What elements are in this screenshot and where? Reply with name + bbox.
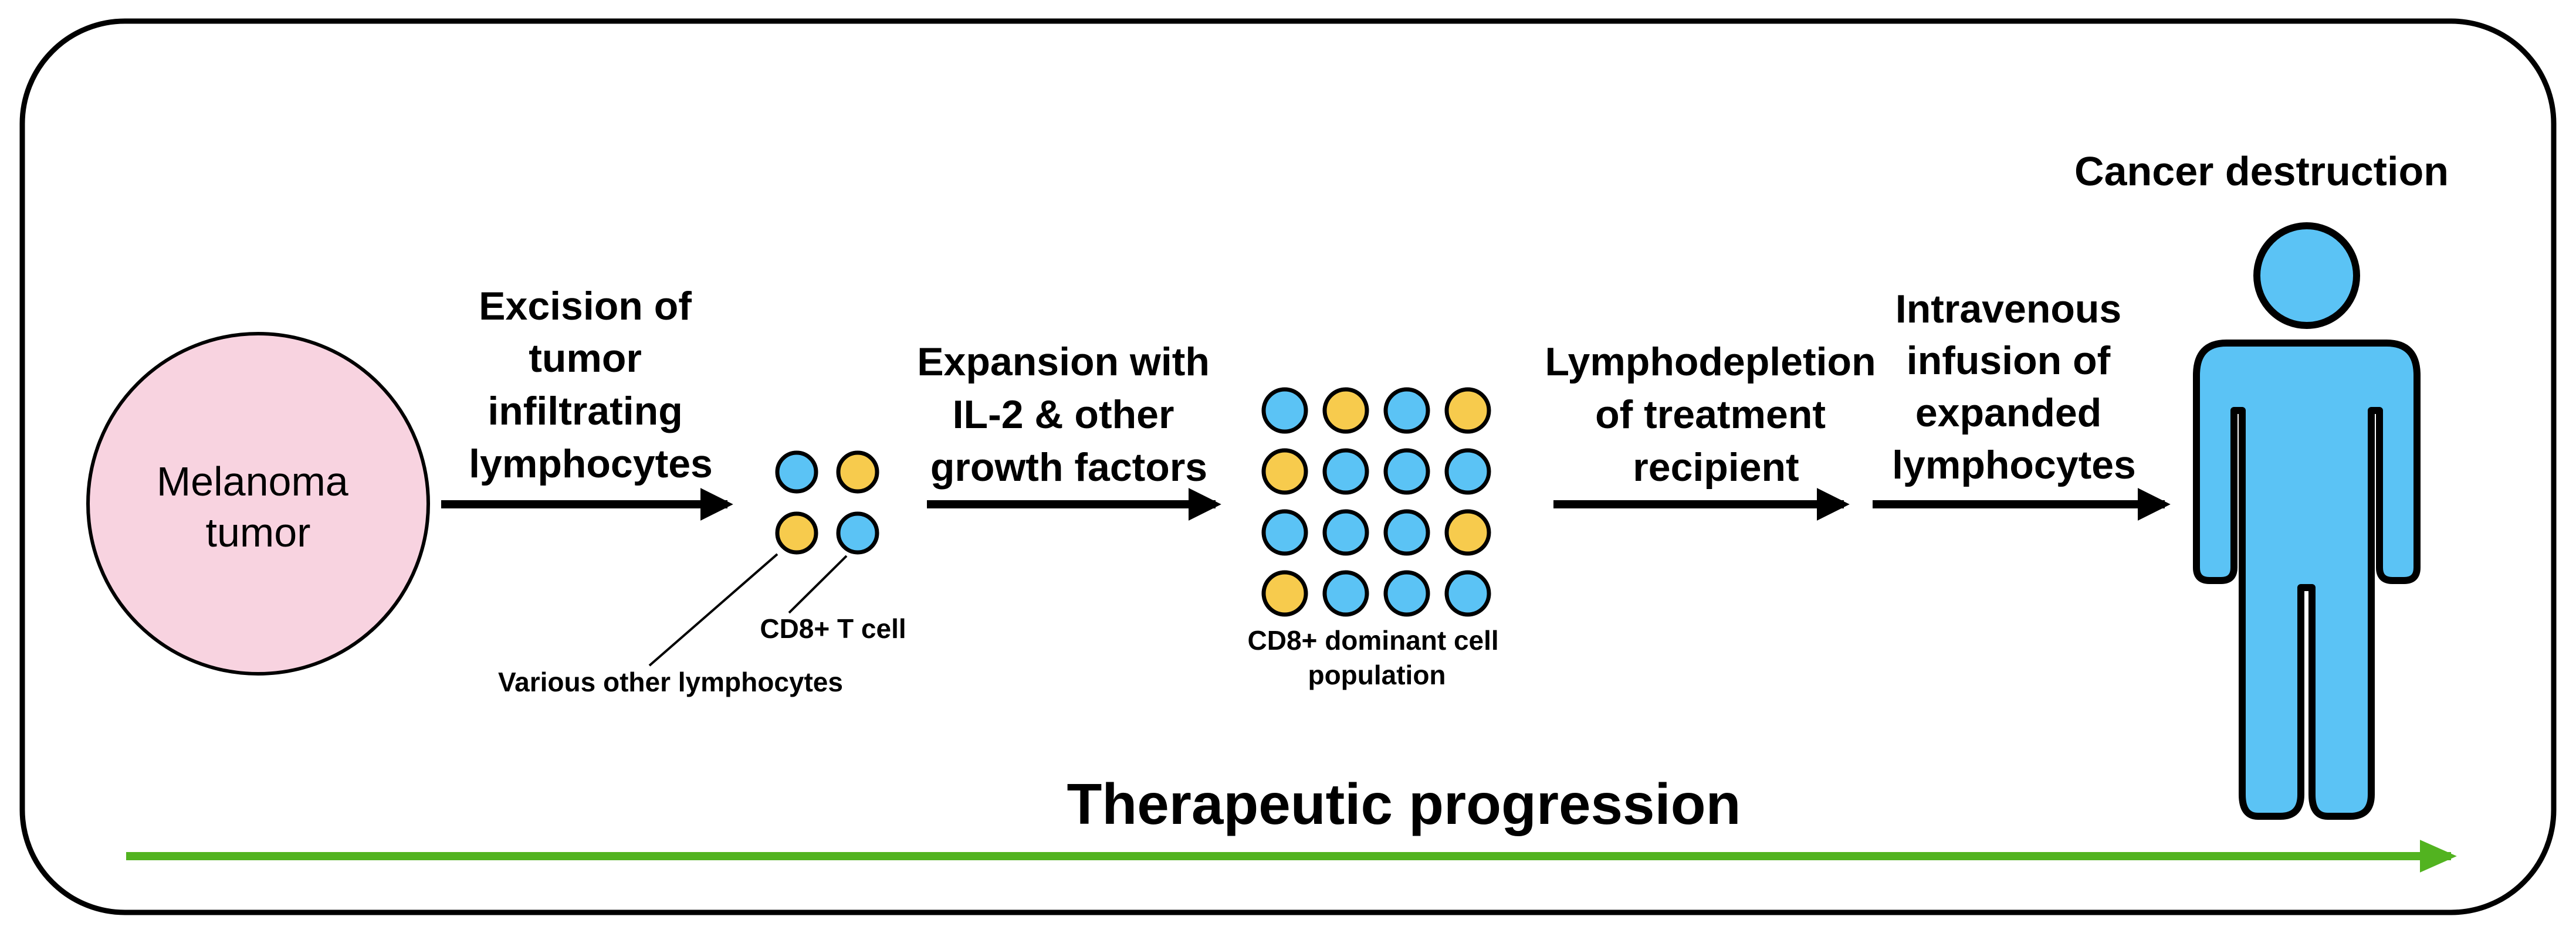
tumor-label: Melanoma tumor [157, 459, 360, 555]
step-label-line: infiltrating [488, 389, 682, 433]
step-label-expansion: Expansion with IL-2 & other growth facto… [917, 340, 1221, 490]
expanded-cell-blue [1383, 387, 1430, 434]
expanded-cell-blue [1322, 509, 1369, 556]
step-label-line: recipient [1633, 445, 1799, 490]
tumor-label-line: tumor [206, 510, 311, 555]
step-label-line: Lymphodepletion [1545, 340, 1876, 384]
step-label-line: lymphocytes [469, 442, 713, 486]
person-icon [2193, 222, 2421, 820]
lymphocyte-cell-blue [775, 450, 818, 494]
expanded-cell-blue [1383, 448, 1430, 495]
expanded-cell-yellow [1322, 387, 1369, 434]
expanded-cell-yellow [1444, 387, 1491, 434]
lymphocyte-cell-yellow [836, 450, 879, 494]
expanded-cell-blue [1444, 570, 1491, 617]
step-label-infusion: Intravenous infusion of expanded lymphoc… [1892, 287, 2136, 487]
other-lymphocytes-label: Various other lymphocytes [498, 667, 843, 697]
expanded-cell-blue [1322, 570, 1369, 617]
step-label-line: tumor [529, 336, 642, 381]
expanded-cell-blue [1383, 509, 1430, 556]
person-body [2193, 340, 2421, 820]
cd8-pointer-line [788, 555, 848, 614]
step-label-lymphodepletion: Lymphodepletion of treatment recipient [1545, 340, 1887, 490]
step-label-line: lymphocytes [1892, 443, 2136, 487]
expanded-population-label: CD8+ dominant cell population [1248, 625, 1507, 690]
expanded-cell-blue [1261, 509, 1308, 556]
step-label-line: infusion of [1907, 338, 2111, 383]
melanoma-tumor-circle [86, 332, 430, 676]
step-label-line: Intravenous [1895, 287, 2121, 331]
step-label-line: IL-2 & other [953, 392, 1174, 437]
person-head [2253, 222, 2360, 329]
tumor-label-line: Melanoma [157, 459, 348, 504]
expanded-cell-blue [1383, 570, 1430, 617]
cancer-destruction-label: Cancer destruction [2074, 148, 2449, 194]
expanded-cell-yellow [1261, 448, 1308, 495]
step-label-line: of treatment [1595, 392, 1826, 437]
tumor-lymphocyte-cluster [775, 450, 879, 555]
expanded-population-label-line: CD8+ dominant cell [1248, 625, 1499, 656]
expanded-cell-blue [1444, 448, 1491, 495]
step-label-line: expanded [1915, 391, 2101, 435]
lymphocyte-cell-blue [836, 511, 879, 555]
expanded-population-label-line: population [1308, 660, 1446, 690]
expanded-cell-yellow [1261, 570, 1308, 617]
step-label-line: Excision of [479, 284, 692, 328]
expanded-lymphocyte-grid [1261, 387, 1491, 617]
step-label-line: Expansion with [917, 340, 1210, 384]
lymphocyte-cell-yellow [775, 511, 818, 555]
expanded-cell-yellow [1444, 509, 1491, 556]
expanded-cell-blue [1322, 448, 1369, 495]
step-label-line: growth factors [930, 445, 1207, 490]
expanded-cell-blue [1261, 387, 1308, 434]
cd8-t-cell-label: CD8+ T cell [760, 613, 906, 644]
step-label-excision: Excision of tumor infiltrating lymphocyt… [469, 284, 713, 486]
therapeutic-progression-label: Therapeutic progression [1067, 772, 1741, 836]
other-lymphocytes-pointer-line [648, 553, 778, 667]
